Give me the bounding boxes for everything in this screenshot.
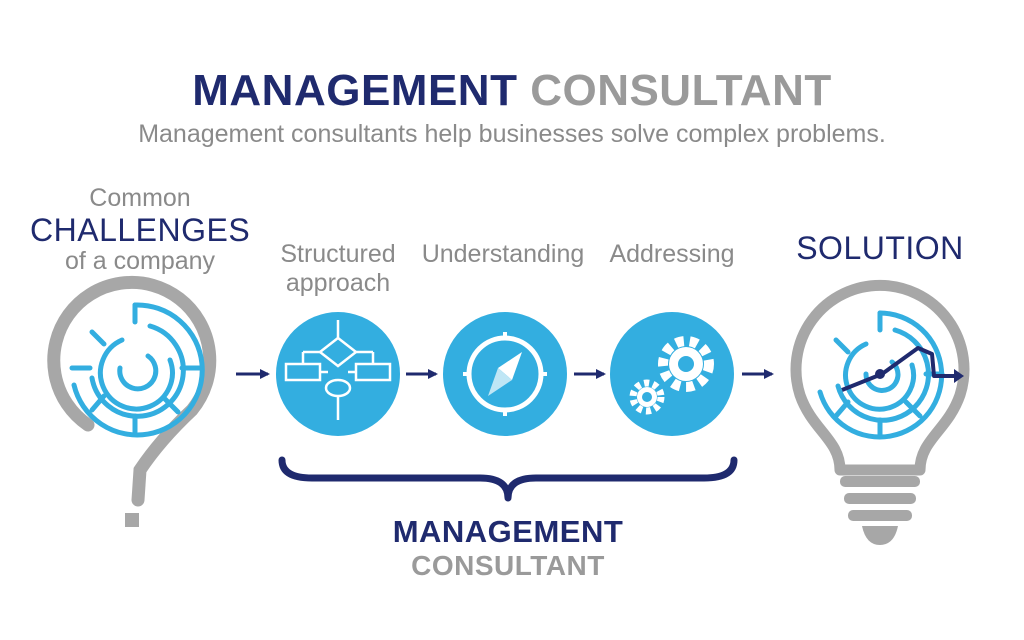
step-label-structured: Structured approach (258, 240, 418, 298)
title-management: MANAGEMENT (192, 66, 518, 115)
question-mark-icon (47, 275, 217, 527)
flowchart-icon (284, 320, 392, 420)
page-title: MANAGEMENT CONSULTANT (0, 66, 1024, 116)
curly-brace (278, 456, 738, 502)
brace-caption: MANAGEMENT CONSULTANT (338, 514, 678, 582)
challenges-line2: CHALLENGES (30, 212, 251, 248)
step-label-structured-line1: Structured (280, 240, 396, 268)
solution-maze-icon (817, 310, 945, 440)
step-addressing (610, 312, 734, 436)
step-label-addressing-line1: Addressing (609, 240, 735, 268)
solution-path-arrow (841, 346, 964, 392)
challenges-label: Common CHALLENGES of a company (30, 184, 250, 276)
title-consultant: CONSULTANT (530, 66, 832, 115)
lightbulb-icon (790, 279, 970, 545)
brace-caption-line1: MANAGEMENT (392, 514, 624, 549)
brace-caption-line2: CONSULTANT (411, 550, 605, 581)
challenges-line3: of a company (64, 247, 216, 275)
maze-icon (69, 302, 205, 438)
solution-label: SOLUTION (796, 230, 964, 266)
gears-icon (629, 336, 714, 415)
step-label-addressing: Addressing (592, 240, 752, 269)
step-structured-approach (276, 312, 400, 436)
challenges-line1: Common (89, 184, 191, 212)
step-understanding (443, 312, 567, 436)
step-label-understanding: Understanding (413, 240, 593, 269)
step-label-structured-line2: approach (285, 269, 391, 297)
step-label-understanding-line1: Understanding (421, 240, 585, 268)
compass-icon (463, 332, 547, 416)
page-subtitle: Management consultants help businesses s… (138, 120, 886, 148)
